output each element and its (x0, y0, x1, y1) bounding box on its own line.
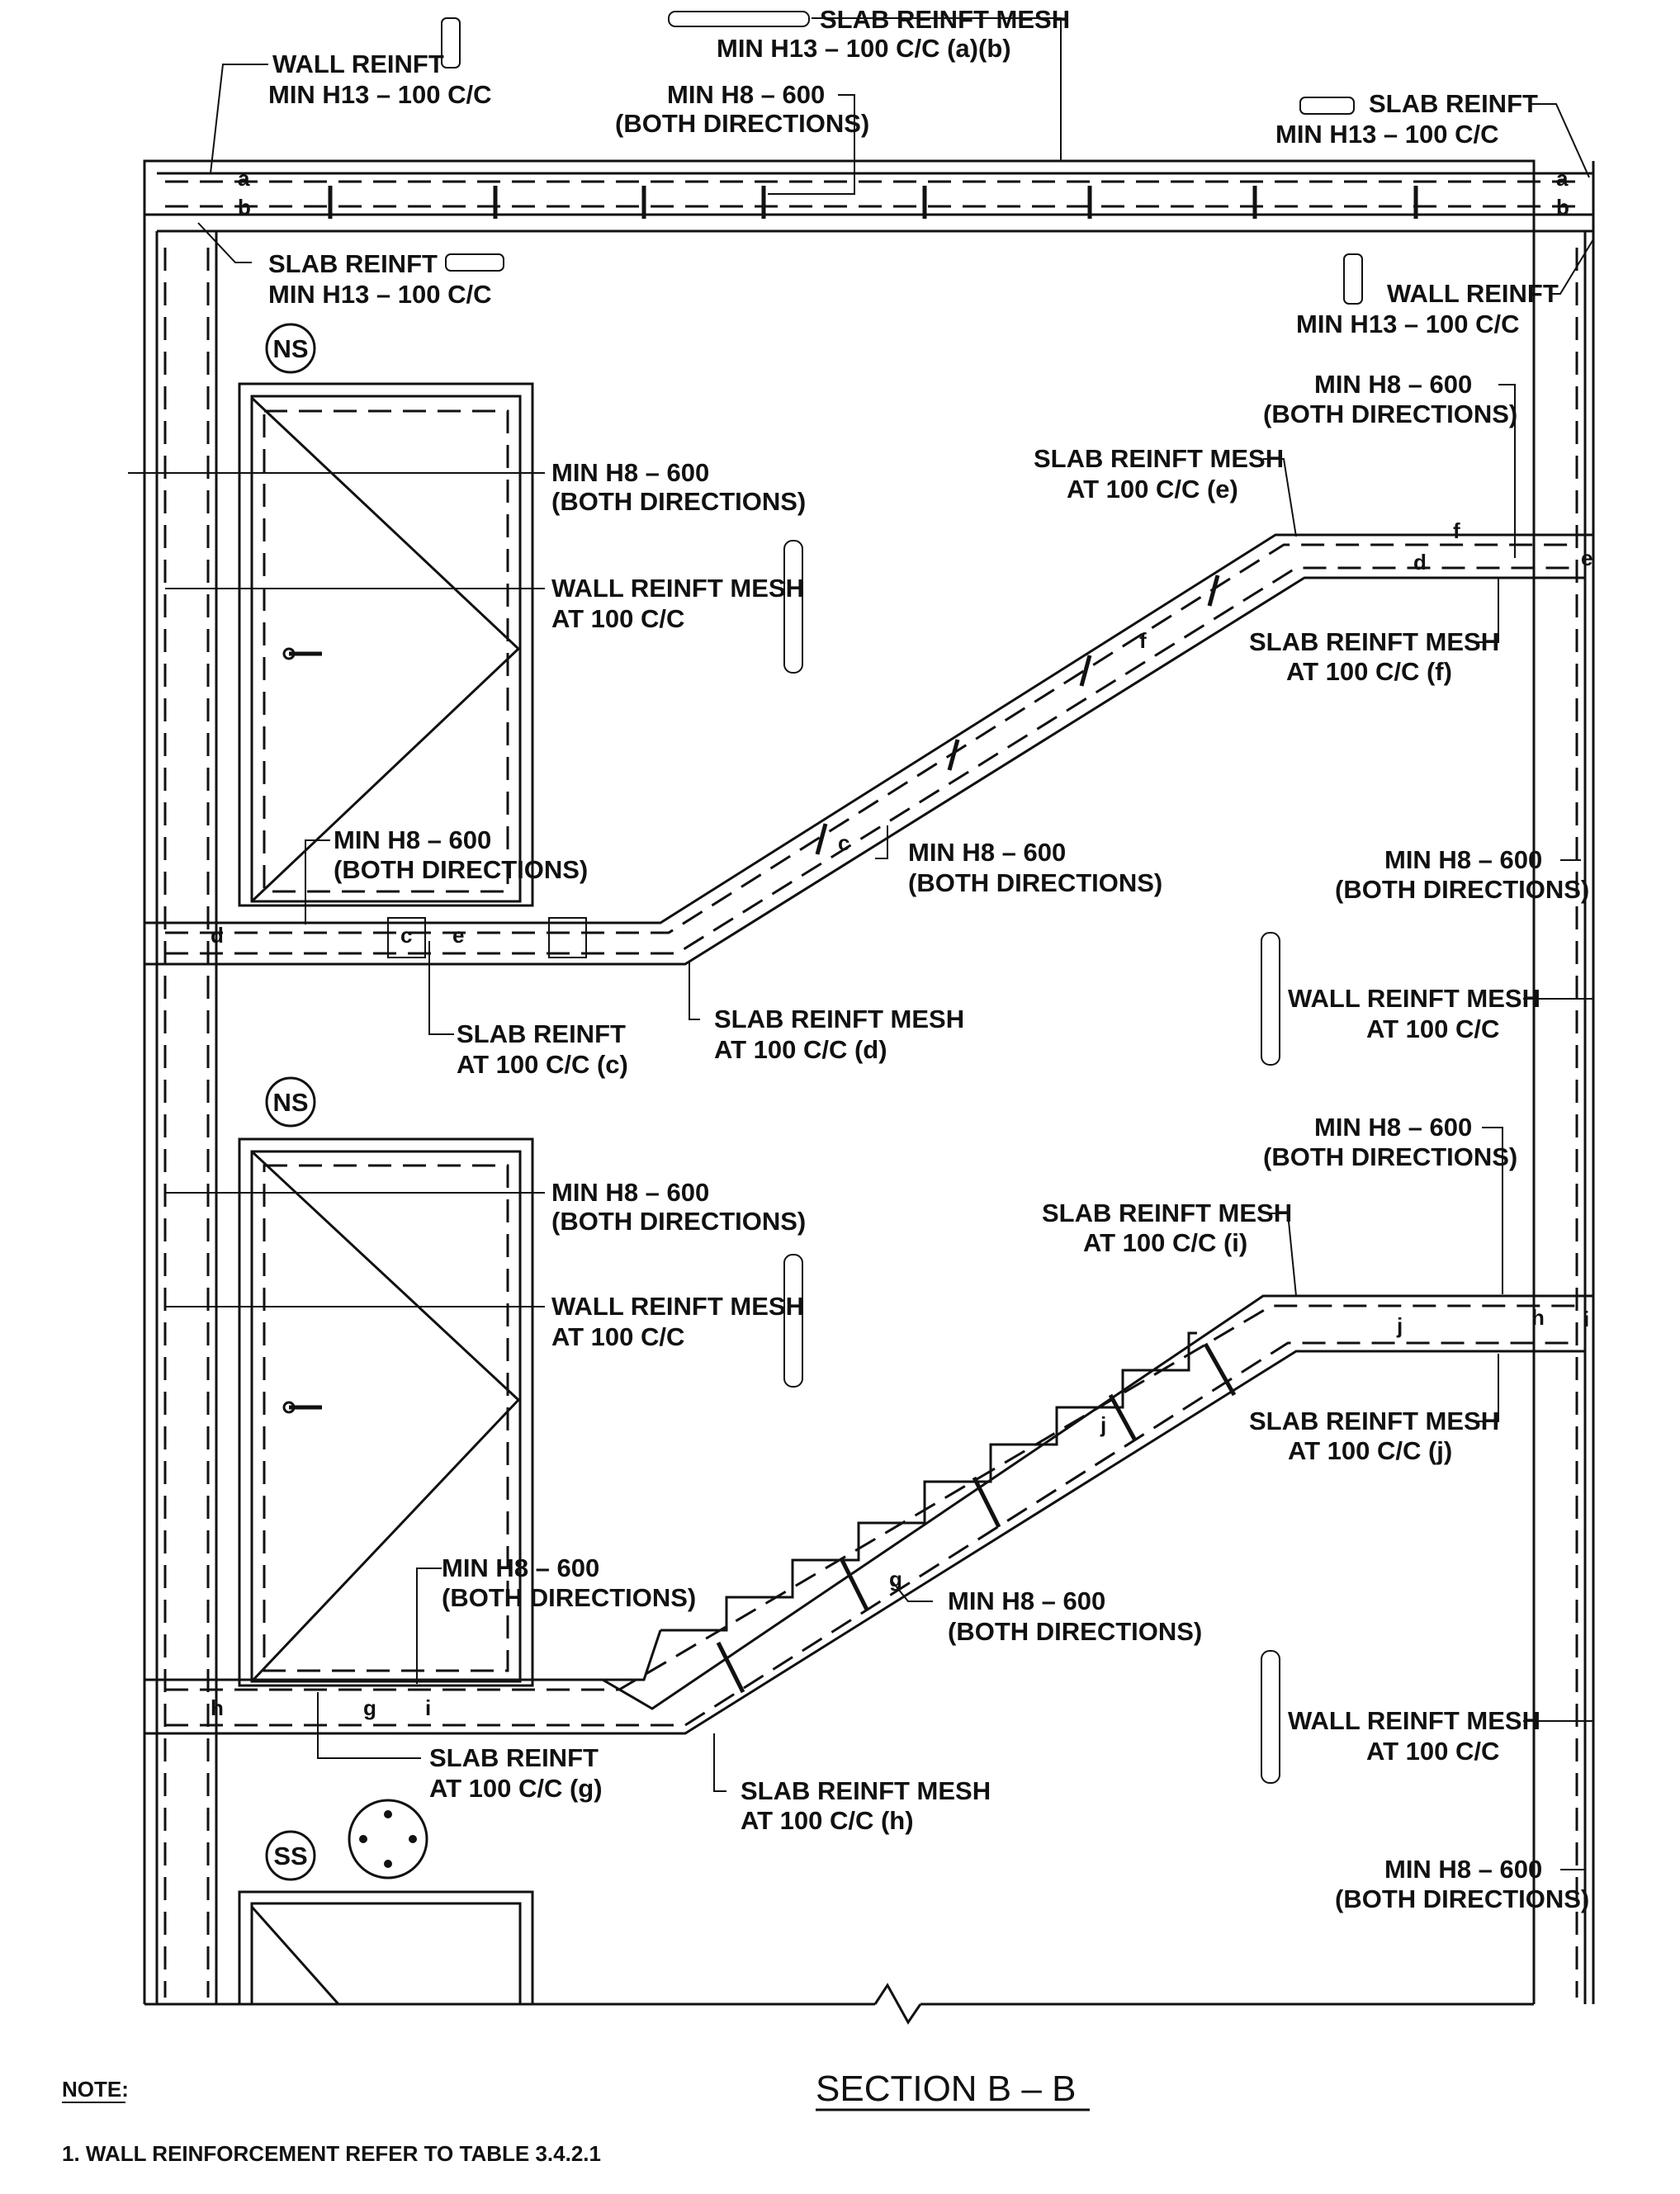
leader-lines (128, 17, 1594, 1870)
lower-door (238, 1137, 534, 1687)
label-upper-right-h8: MIN H8 – 600 (1314, 370, 1472, 399)
wall-mesh-symbols (441, 11, 1363, 1784)
label-mesh-h-spec: AT 100 C/C (h) (741, 1806, 914, 1835)
label-top-slab-mesh: SLAB REINFT MESH (820, 5, 1070, 34)
label-mesh-i: SLAB REINFT MESH (1042, 1199, 1292, 1227)
note-item: 1. WALL REINFORCEMENT REFER TO TABLE 3.4… (62, 2141, 601, 2166)
label-stair2-h8: MIN H8 – 600 (948, 1586, 1105, 1615)
label-right-mid-h8: MIN H8 – 600 (1384, 845, 1542, 874)
letter-a-right: a (1556, 166, 1569, 191)
label-mesh-d: SLAB REINFT MESH (714, 1005, 964, 1033)
letter-f-upper: f (1453, 518, 1460, 543)
letter-b-left: b (238, 195, 251, 220)
label-door2-h8: MIN H8 – 600 (551, 1178, 709, 1207)
label-landing1-h8-dir: (BOTH DIRECTIONS) (334, 855, 588, 884)
label-top-left-wall-spec: MIN H13 – 100 C/C (268, 80, 492, 109)
label-top-slab-mesh-spec: MIN H13 – 100 C/C (a)(b) (717, 34, 1011, 63)
label-right-bottom-h8-dir: (BOTH DIRECTIONS) (1335, 1884, 1589, 1913)
label-mesh-d-spec: AT 100 C/C (d) (714, 1035, 887, 1064)
label-right-wall-mesh2: WALL REINFT MESH (1288, 1706, 1540, 1735)
label-top-left-wall: WALL REINFT (272, 50, 444, 78)
stair-flight-2 (144, 1294, 1593, 1735)
letter-d-landing: d (211, 923, 224, 948)
wall-rebar-dots (163, 248, 1578, 1998)
letter-e-landing: e (452, 923, 464, 948)
letter-i-landing: i (425, 1695, 431, 1720)
tag-ns-lower: NS (272, 1088, 308, 1117)
label-right-wall-spec: MIN H13 – 100 C/C (1296, 310, 1520, 338)
label-left-slab-spec: MIN H13 – 100 C/C (268, 280, 492, 309)
structure-outline (143, 159, 1595, 2025)
round-column (348, 1799, 428, 1880)
annotation-labels: SLAB REINFT MESH MIN H13 – 100 C/C (a)(b… (268, 5, 1589, 1913)
label-slab-g-spec: AT 100 C/C (g) (429, 1774, 603, 1803)
top-slab-rebar (165, 180, 1581, 219)
label-left-slab: SLAB REINFT (268, 249, 438, 278)
section-title: SECTION B – B (816, 2069, 1076, 2109)
label-door2-wall-mesh-spec: AT 100 C/C (551, 1322, 684, 1351)
circled-tags: NS NS SS (265, 323, 316, 1881)
label-landing1-h8: MIN H8 – 600 (334, 825, 491, 854)
letter-i-upper: i (1583, 1307, 1589, 1331)
label-slab-c-spec: AT 100 C/C (c) (457, 1050, 628, 1079)
label-right-wall-mesh2-spec: AT 100 C/C (1366, 1737, 1499, 1766)
label-door1-h8: MIN H8 – 600 (551, 458, 709, 487)
label-right-wall-mesh1-spec: AT 100 C/C (1366, 1014, 1499, 1043)
label-top-right-slab-spec: MIN H13 – 100 C/C (1275, 120, 1499, 149)
letter-g-landing: g (363, 1695, 376, 1720)
label-door1-wall-mesh: WALL REINFT MESH (551, 574, 804, 603)
label-stair1-h8: MIN H8 – 600 (908, 838, 1066, 867)
letter-c-landing: c (400, 923, 412, 948)
letter-j-stair: j (1100, 1412, 1106, 1437)
label-door2-h8-dir: (BOTH DIRECTIONS) (551, 1207, 806, 1236)
letter-d-upper: d (1413, 550, 1427, 575)
note-heading: NOTE: (62, 2077, 129, 2102)
label-right-wall: WALL REINFT (1387, 279, 1559, 308)
label-landing2-h8: MIN H8 – 600 (442, 1553, 599, 1582)
label-mesh-j: SLAB REINFT MESH (1249, 1407, 1499, 1435)
stair-flight-1 (144, 533, 1593, 966)
label-stair1-h8-dir: (BOTH DIRECTIONS) (908, 868, 1162, 897)
label-mesh-e: SLAB REINFT MESH (1034, 444, 1284, 473)
label-top-h8-dir: (BOTH DIRECTIONS) (615, 109, 869, 138)
label-mesh-j-spec: AT 100 C/C (j) (1288, 1436, 1452, 1465)
letter-a-left: a (238, 166, 250, 191)
label-top-right-slab: SLAB REINFT (1369, 89, 1538, 118)
label-mesh-e-spec: AT 100 C/C (e) (1067, 475, 1238, 504)
letter-e-upper: e (1581, 546, 1592, 570)
label-right-bottom-h8: MIN H8 – 600 (1384, 1855, 1542, 1884)
tag-ns-upper: NS (272, 334, 308, 363)
label-right-wall-mesh1: WALL REINFT MESH (1288, 984, 1540, 1013)
bottom-door (238, 1890, 534, 2006)
label-door2-wall-mesh: WALL REINFT MESH (551, 1292, 804, 1321)
notes-block: NOTE: 1. WALL REINFORCEMENT REFER TO TAB… (62, 2077, 601, 2166)
label-top-h8: MIN H8 – 600 (667, 80, 825, 109)
letter-b-right: b (1556, 195, 1569, 220)
letter-h-landing: h (211, 1695, 224, 1720)
letter-f-stair: f (1139, 628, 1147, 653)
section-title-block: SECTION B – B (816, 2069, 1090, 2111)
label-door1-h8-dir: (BOTH DIRECTIONS) (551, 487, 806, 516)
label-right-mid-h8-dir: (BOTH DIRECTIONS) (1335, 875, 1589, 904)
label-mesh-f-spec: AT 100 C/C (f) (1286, 657, 1452, 686)
label-landing2-h8-dir: (BOTH DIRECTIONS) (442, 1583, 696, 1612)
label-mesh-h: SLAB REINFT MESH (741, 1776, 991, 1805)
letter-c-stair: c (838, 830, 849, 855)
letter-j-upper: j (1396, 1313, 1403, 1338)
label-slab-g: SLAB REINFT (429, 1743, 599, 1772)
label-slab-c: SLAB REINFT (457, 1019, 626, 1048)
label-right-h8-2-dir: (BOTH DIRECTIONS) (1263, 1142, 1517, 1171)
label-right-h8-2: MIN H8 – 600 (1314, 1113, 1472, 1142)
label-door1-wall-mesh-spec: AT 100 C/C (551, 604, 684, 633)
bar-letters: a b a b c c d d e e f f g g h h i i j j … (211, 166, 1592, 1720)
label-mesh-f: SLAB REINFT MESH (1249, 627, 1499, 656)
label-mesh-i-spec: AT 100 C/C (i) (1083, 1228, 1247, 1257)
letter-g-stair: g (889, 1567, 902, 1591)
letter-h-upper: h (1531, 1305, 1545, 1330)
tag-ss: SS (273, 1842, 307, 1870)
upper-door (238, 382, 534, 907)
label-stair2-h8-dir: (BOTH DIRECTIONS) (948, 1617, 1202, 1646)
label-upper-right-h8-dir: (BOTH DIRECTIONS) (1263, 400, 1517, 428)
